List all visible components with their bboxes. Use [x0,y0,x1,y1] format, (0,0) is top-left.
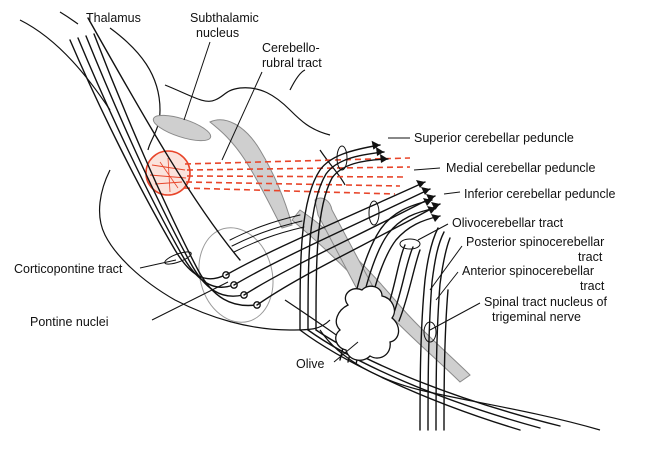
label-inferior-peduncle: Inferior cerebellar peduncle [464,187,616,201]
labels: Thalamus Subthalamic nucleus Cerebello- … [14,11,616,371]
label-spinal-trigeminal-1: Spinal tract nucleus of [484,295,608,309]
corticopontine-fibers [69,33,257,307]
inferior-peduncle-ring [368,200,380,226]
label-cerebellorubral-2: rubral tract [262,56,322,70]
superior-peduncle-ring [336,145,348,171]
superior-peduncle-fibers [299,144,389,331]
cerebellorubral-dashed-fibers [183,157,411,195]
label-pontine-nuclei: Pontine nuclei [30,315,109,329]
fine-pontine-fibers [229,214,305,253]
label-medial-peduncle: Medial cerebellar peduncle [446,161,595,175]
spinocerebellar-fibers [419,227,451,431]
olive-structure [335,285,400,361]
label-subthalamic-1: Subthalamic [190,11,259,25]
label-superior-peduncle: Superior cerebellar peduncle [414,131,574,145]
subthalamic-nucleus [152,114,212,142]
cerebellorubral-gray-band [209,119,293,229]
label-olivocerebellar: Olivocerebellar tract [452,216,564,230]
arrowheads [371,140,440,222]
label-thalamus: Thalamus [86,11,141,25]
pontine-nuclei-cells [222,271,261,309]
label-olive: Olive [296,357,325,371]
pontine-region-outline [198,227,274,323]
label-cerebellorubral-1: Cerebello- [262,41,320,55]
label-subthalamic-2: nucleus [196,26,239,40]
lower-descending-fibers [299,329,561,431]
label-corticopontine: Corticopontine tract [14,262,123,276]
label-posterior-spino-1: Posterior spinocerebellar [466,235,604,249]
label-anterior-spino-2: tract [580,279,605,293]
label-posterior-spino-2: tract [578,250,603,264]
medial-peduncle-fibers [225,181,441,306]
label-spinal-trigeminal-2: trigeminal nerve [492,310,581,324]
leader-lines [139,41,481,363]
spinocerebellar-ring [423,321,437,343]
olivocerebellar-ring [399,238,421,250]
thalamus-fiber [87,17,241,261]
label-anterior-spino-1: Anterior spinocerebellar [462,264,594,278]
